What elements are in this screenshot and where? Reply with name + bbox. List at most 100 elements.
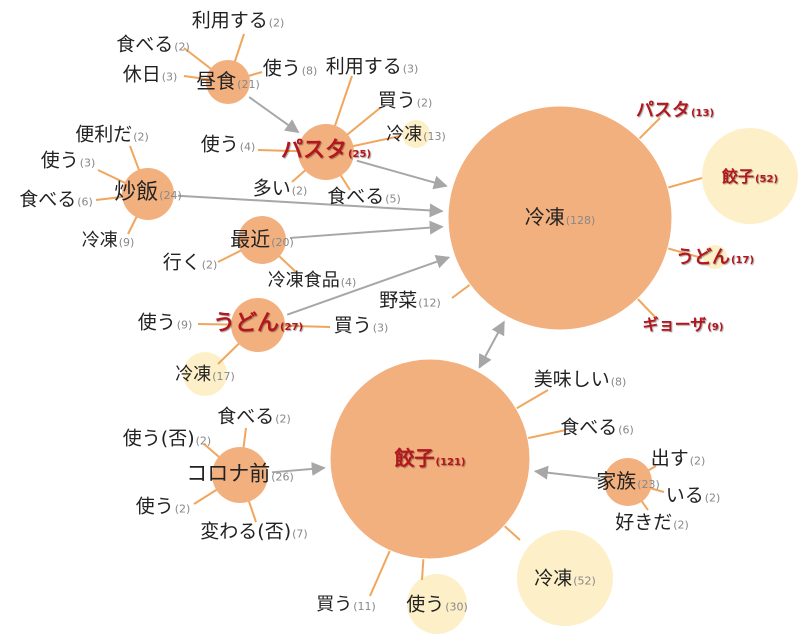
hub-circle-gyoza (329, 358, 531, 560)
arrow-chahan-to-reitou (177, 194, 444, 218)
arrow-kazoku-to-gyoza (533, 465, 601, 480)
arrow-chuushoku-to-pasta (248, 96, 300, 134)
node-count: (30) (445, 600, 468, 614)
arrow-gyoza-reitou (478, 320, 505, 369)
node-count: (12) (418, 296, 441, 310)
hub-label-korona: コロナ前(26) (186, 463, 294, 484)
node-term: 休日 (122, 63, 161, 86)
node-count: (3) (161, 70, 178, 84)
word-bubble (183, 352, 227, 396)
word-label: 使う(4) (200, 133, 256, 156)
node-term: 炒飯 (114, 179, 159, 205)
node-count: (2) (268, 16, 285, 30)
node-term: 餃子 (721, 167, 754, 187)
word-label: 食べる(2) (116, 35, 190, 55)
word-label: 変わる(否)(7) (200, 520, 308, 543)
node-count: (9) (707, 322, 724, 334)
node-term: 冷凍 (386, 124, 423, 146)
node-term: 冷凍 (524, 205, 565, 229)
word-bubble (407, 574, 467, 634)
word-label: 使う(30) (406, 593, 468, 616)
node-term: 変わる(否) (200, 520, 292, 543)
node-term: 使う (40, 149, 79, 172)
word-label: 使う(否)(2) (123, 429, 212, 449)
node-term: 便利だ (75, 123, 133, 146)
word-label: 多い(2) (252, 177, 308, 200)
word-label: ギョーザ(9) (643, 317, 724, 333)
word-label: 餃子(52) (722, 169, 778, 185)
word-bubble (703, 245, 727, 269)
word-label: 利用する(3) (325, 55, 419, 78)
node-count: (27) (279, 321, 304, 333)
node-term: 好きだ (615, 511, 673, 534)
hub-circle-kazoku (604, 458, 652, 506)
hub-label-kazoku: 家族(23) (596, 471, 660, 491)
word-label: うどん(17) (676, 249, 754, 267)
node-count: (17) (212, 370, 235, 384)
hub-circles (122, 60, 673, 560)
node-term: 食べる (327, 185, 385, 208)
arrow-korona-to-gyoza (271, 461, 326, 476)
word-label: 冷凍食品(4) (268, 272, 357, 290)
node-count: (3) (79, 156, 96, 170)
word-label: 冷凍(52) (534, 569, 596, 589)
hub-circle-chahan (122, 168, 174, 220)
node-term: いる (665, 484, 704, 507)
word-label: パスタ(13) (636, 102, 714, 120)
word-label: 食べる(6) (560, 418, 634, 438)
node-count: (23) (637, 478, 660, 491)
node-count: (3) (372, 321, 389, 335)
node-term: うどん (675, 247, 730, 269)
word-label: 美味しい(8) (534, 370, 627, 390)
node-count: (13) (690, 108, 715, 120)
node-count: (7) (292, 527, 308, 541)
arrow-pasta-to-reitou (356, 159, 448, 190)
node-count: (2) (275, 412, 291, 426)
word-bubble (402, 120, 430, 148)
word-label: 好きだ(2) (615, 511, 689, 534)
node-term: 使う (135, 495, 174, 518)
node-count: (21) (237, 78, 260, 91)
node-term: 冷凍 (175, 364, 212, 386)
hub-label-chuushoku: 昼食(21) (196, 71, 260, 91)
node-count: (2) (689, 454, 706, 468)
node-term: 餃子 (394, 446, 435, 470)
node-count: (4) (239, 140, 256, 154)
node-term: 買う (377, 89, 416, 112)
word-label: 食べる(5) (327, 185, 401, 208)
node-term: うどん (212, 310, 279, 336)
node-term: 使う (406, 593, 445, 616)
hub-circle-pasta (298, 124, 354, 180)
word-bubble (702, 128, 798, 224)
node-term: 使う (262, 57, 301, 80)
node-term: 家族 (596, 469, 637, 493)
node-term: コロナ前 (186, 461, 271, 486)
hub-circle-reitou (447, 105, 673, 331)
node-count: (52) (573, 574, 596, 588)
node-term: 買う (316, 594, 353, 616)
node-count: (2) (195, 434, 212, 448)
node-count: (3) (402, 62, 419, 76)
node-term: 使う (200, 133, 239, 156)
node-count: (2) (174, 502, 191, 516)
node-term: 野菜 (379, 289, 418, 312)
word-label: 買う(2) (377, 89, 433, 112)
node-count: (2) (291, 184, 308, 198)
word-label: 使う(2) (135, 495, 191, 518)
node-count: (17) (730, 255, 755, 267)
word-label: 出す(2) (651, 449, 706, 469)
word-label: 使う(8) (262, 57, 318, 80)
node-count: (52) (754, 174, 779, 186)
node-term: 昼食 (196, 69, 237, 93)
word-label: 食べる(6) (19, 190, 93, 210)
hub-circle-saikin (238, 216, 286, 264)
node-count: (2) (673, 518, 689, 532)
node-count: (2) (174, 40, 190, 54)
arrow-udon-to-reitou (286, 255, 451, 316)
node-term: 多い (252, 177, 291, 200)
node-count: (20) (271, 236, 294, 249)
node-term: 利用する (325, 55, 402, 78)
word-bubbles (183, 120, 798, 634)
word-label: 行く(2) (163, 253, 218, 273)
word-label: 冷凍(13) (386, 126, 446, 144)
